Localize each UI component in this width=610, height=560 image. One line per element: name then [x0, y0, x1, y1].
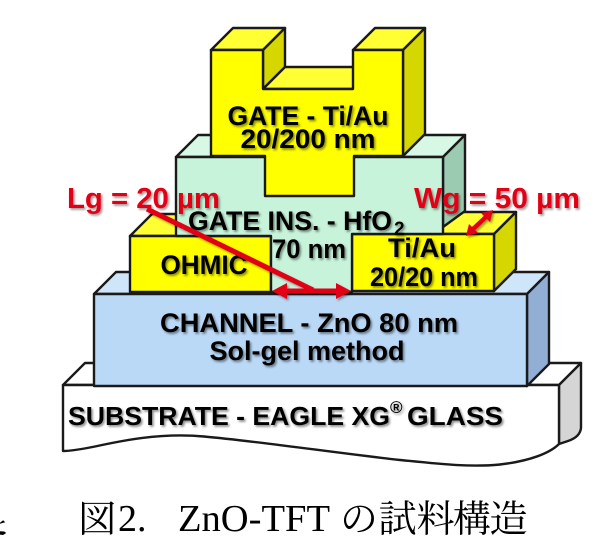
svg-text:2.: 2.	[118, 498, 147, 540]
svg-text:2: 2	[394, 219, 405, 240]
svg-text:OHMIC: OHMIC	[161, 250, 248, 280]
svg-text:CHANNEL - ZnO 80 nm: CHANNEL - ZnO 80 nm	[160, 308, 458, 338]
svg-text:GATE - Ti/Au: GATE - Ti/Au	[228, 101, 389, 131]
svg-text:70 nm: 70 nm	[272, 234, 346, 264]
svg-text:20/20 nm: 20/20 nm	[370, 262, 478, 292]
svg-text:Lg = 20 µm: Lg = 20 µm	[67, 183, 220, 215]
svg-text:GATE INS. - HfO: GATE INS. - HfO	[188, 206, 392, 236]
svg-text:®: ®	[390, 398, 403, 417]
svg-text:Sol-gel method: Sol-gel method	[210, 336, 405, 366]
svg-text:SUBSTRATE - EAGLE XG: SUBSTRATE - EAGLE XG	[68, 401, 390, 431]
svg-text:ZnO-TFT: ZnO-TFT	[178, 498, 330, 540]
svg-text:20/200 nm: 20/200 nm	[241, 124, 376, 154]
svg-text:Ti/Au: Ti/Au	[388, 233, 456, 263]
svg-text:Wg = 50 µm: Wg = 50 µm	[414, 183, 580, 215]
svg-text:GLASS: GLASS	[407, 401, 503, 431]
